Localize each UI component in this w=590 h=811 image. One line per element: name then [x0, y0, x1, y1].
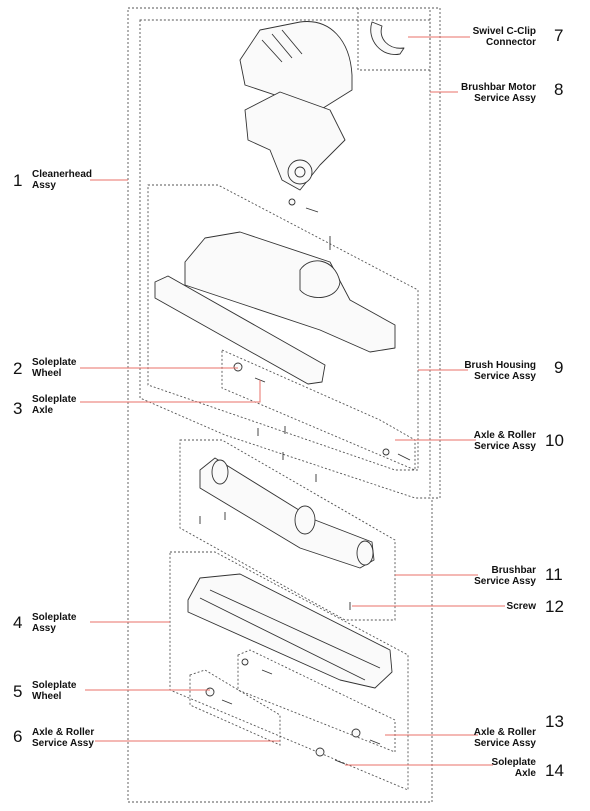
motor-boundary — [139, 19, 431, 499]
callout-number-7: 7 — [554, 26, 564, 45]
leader-3 — [80, 380, 261, 403]
brushbar-part — [199, 457, 375, 569]
wheel-5-part — [205, 687, 215, 697]
callout-number-8: 8 — [554, 80, 564, 99]
callout-number-4: 4 — [13, 613, 23, 632]
roller-boundary-left — [189, 669, 281, 746]
c-clip-boundary — [357, 8, 431, 71]
callout-number-6: 6 — [13, 727, 23, 746]
motor-cover-part — [239, 21, 353, 111]
callout-number-13: 13 — [545, 712, 564, 731]
c-clip-part — [370, 21, 405, 55]
cleanerhead-boundary — [127, 7, 441, 803]
callout-label-12: Screw — [506, 601, 536, 612]
callout-number-12: 12 — [545, 597, 564, 616]
callout-number-3: 3 — [13, 399, 23, 418]
callout-number-14: 14 — [545, 761, 564, 780]
brush-housing-boundary — [147, 184, 419, 471]
callout-number-11: 11 — [545, 565, 563, 584]
callout-number-9: 9 — [554, 358, 564, 377]
wheel-2-part — [233, 362, 243, 372]
callout-number-2: 2 — [13, 359, 23, 378]
roller-boundary-10 — [221, 349, 416, 471]
brushbar-boundary — [179, 439, 396, 621]
callout-number-10: 10 — [545, 431, 564, 450]
soleplate-frame-part — [187, 573, 393, 689]
roller-boundary-right — [237, 649, 396, 753]
soleplate-boundary — [169, 551, 409, 791]
brush-housing-part — [184, 231, 396, 353]
front-bumper-part — [154, 275, 326, 385]
callout-number-5: 5 — [13, 682, 23, 701]
callout-number-1: 1 — [13, 171, 23, 190]
